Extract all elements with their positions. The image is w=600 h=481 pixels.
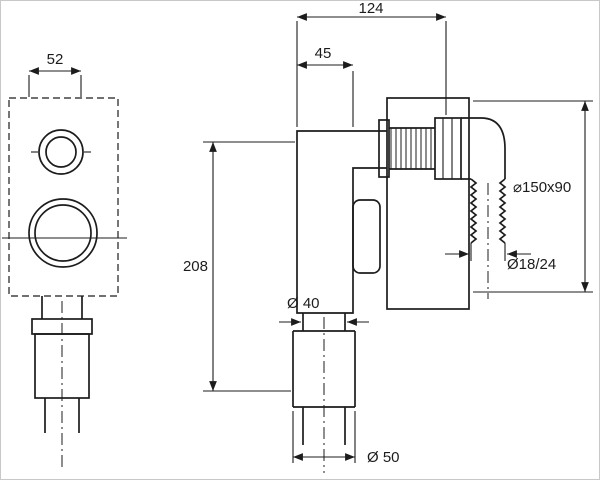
dim-label-dia40: Ø 40	[287, 295, 320, 312]
dim-outlet-diameter: Ø 50	[292, 411, 400, 466]
dim-label-208: 208	[183, 258, 208, 275]
dim-label-124: 124	[358, 1, 383, 17]
dimensions: 52 124 45 208 Ø 40	[28, 1, 593, 466]
dim-tube-diameter: Ø 40	[279, 295, 369, 326]
front-view	[2, 97, 127, 471]
front-cup	[34, 333, 90, 399]
locknut	[378, 119, 390, 178]
compression-nut	[434, 117, 462, 180]
dim-plate-width: 52	[28, 51, 82, 97]
threaded-section	[389, 127, 435, 170]
dim-overall-width: 124	[296, 1, 447, 127]
side-view	[292, 97, 507, 473]
dim-label-52: 52	[47, 51, 64, 68]
hose-right-edge	[498, 178, 507, 244]
dim-label-dia50: Ø 50	[367, 449, 400, 466]
upper-hole-outer	[38, 129, 84, 175]
corrugated-hose	[469, 178, 507, 244]
dim-flange-size: ⌀150x90	[473, 100, 593, 293]
elbow-outer	[461, 117, 506, 179]
dim-label-flange: ⌀150x90	[513, 179, 571, 196]
dim-overall-height: 208	[183, 141, 295, 392]
dim-hose-diameter: Ø18/24	[445, 243, 556, 273]
lower-hole-outer	[28, 198, 98, 268]
dim-label-45: 45	[315, 45, 332, 62]
dim-label-dia18-24: Ø18/24	[507, 256, 556, 273]
lower-hole-inner	[34, 204, 92, 262]
cleanout-cap	[352, 199, 381, 274]
dim-body-depth: 45	[297, 45, 354, 127]
hose-left-edge	[469, 178, 478, 244]
trap-body-outline	[296, 130, 387, 314]
upper-hole-inner	[45, 136, 77, 168]
wall-bracket	[386, 97, 470, 310]
